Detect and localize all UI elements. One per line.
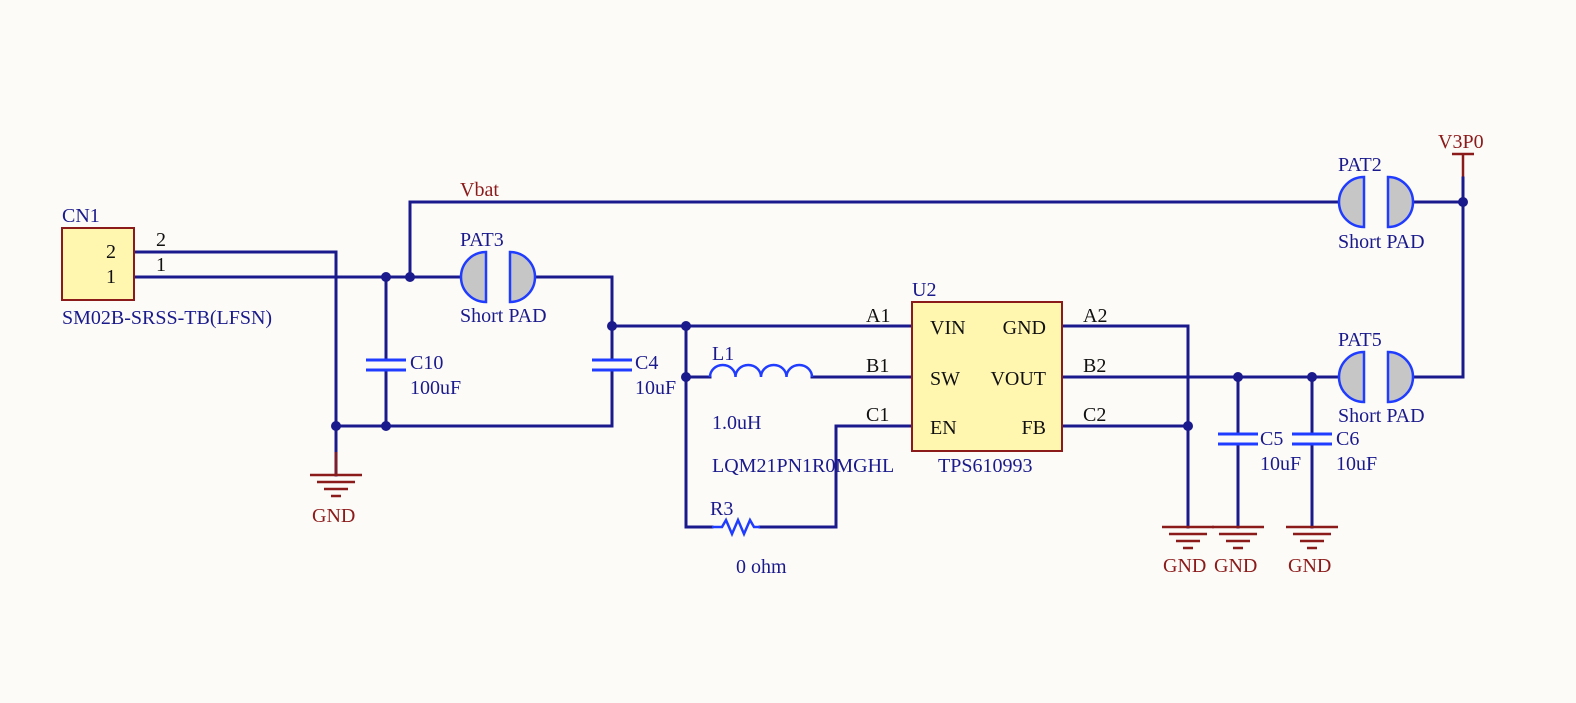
cn1-value: SM02B-SRSS-TB(LFSN) [62,307,272,329]
ground-symbol-4: GND [1286,525,1338,577]
junction-dot [381,421,391,431]
c10-value: 100uF [410,377,461,399]
r3-ref: R3 [710,498,733,520]
gnd4-label: GND [1288,555,1331,577]
pat3-ref: PAT3 [460,229,504,251]
resistor-r3[interactable]: R3 0 ohm [710,498,787,578]
wire-vbat-rail [408,200,1340,279]
u2-pin-b2-number: B2 [1083,355,1106,377]
junction-dot [607,321,617,331]
l1-ref: L1 [712,343,734,365]
gnd2-label: GND [1163,555,1206,577]
junction-dot [381,272,391,282]
pat5-left-half [1337,350,1366,404]
u2-value: TPS610993 [938,455,1032,477]
l1-coil [708,363,814,378]
junctions [331,197,1468,431]
u2-pin-vin-name: VIN [930,317,966,339]
inductor-l1[interactable]: L1 1.0uH LQM21PN1R0MGHL [708,343,894,477]
c4-value: 10uF [635,377,676,399]
pat5-ref: PAT5 [1338,329,1382,351]
c10-ref: C10 [410,352,443,374]
l1-value: 1.0uH [712,412,761,434]
c6-ref: C6 [1336,428,1359,450]
capacitor-c4[interactable]: C4 10uF [592,352,676,399]
u2-pin-c1-number: C1 [866,404,889,426]
junction-dot [1233,372,1243,382]
l1-part: LQM21PN1R0MGHL [712,455,894,477]
cn1-body [61,227,135,301]
u2-pin-vout-name: VOUT [990,368,1046,390]
wire-pat3-out [534,275,614,328]
r3-value: 0 ohm [736,556,787,578]
cn1-ref: CN1 [62,205,100,227]
junction-dot [1183,421,1193,431]
c4-ref: C4 [635,352,658,374]
wire-r3-to-en [758,424,914,529]
ground-symbol-2: GND [1162,525,1214,577]
pad-pat5[interactable]: PAT5 Short PAD [1337,329,1425,427]
u2-body [911,301,1063,452]
pat3-value: Short PAD [460,305,547,327]
u2-pin-en-name: EN [930,417,957,439]
c6-value: 10uF [1336,453,1377,475]
cn1-pin1-name: 1 [106,266,116,288]
c5-ref: C5 [1260,428,1283,450]
u2-pin-b1-number: B1 [866,355,889,377]
wire-u2-gnd [1060,324,1190,529]
pat5-value: Short PAD [1338,405,1425,427]
u2-pin-gnd-name: GND [1003,317,1046,339]
u2-ref: U2 [912,279,936,301]
junction-dot [681,321,691,331]
wire-cn1-pin2 [133,250,338,477]
gnd3-label: GND [1214,555,1257,577]
junction-dot [331,421,341,431]
ground-symbol-1: GND [310,452,362,527]
junction-dot [681,372,691,382]
pat2-value: Short PAD [1338,231,1425,253]
cn1-pin2-number: 2 [156,229,166,251]
connector-cn1[interactable]: CN1 2 1 2 1 SM02B-SRSS-TB(LFSN) [61,205,272,329]
u2-pin-fb-name: FB [1022,417,1046,439]
pad-pat3[interactable]: PAT3 Short PAD [459,229,547,327]
pat3-right-half [508,250,537,304]
net-label-vbat: Vbat [460,179,499,201]
wire-pat5-out [1412,200,1465,379]
power-port-v3p0: V3P0 [1438,131,1484,204]
c5-value: 10uF [1260,453,1301,475]
capacitor-c5[interactable]: C5 10uF [1218,428,1301,475]
junction-dot [405,272,415,282]
cn1-pin2-name: 2 [106,241,116,263]
pat2-right-half [1386,175,1415,229]
pad-pat2[interactable]: PAT2 Short PAD [1337,154,1425,253]
capacitor-c6[interactable]: C6 10uF [1292,428,1377,475]
u2-pin-c2-number: C2 [1083,404,1106,426]
gnd1-label: GND [312,505,355,527]
capacitor-c10[interactable]: C10 100uF [366,352,461,399]
wire-vin-to-r3 [684,324,714,529]
ground-symbol-3: GND [1212,525,1264,577]
pat5-right-half [1386,350,1415,404]
u2-pin-sw-name: SW [930,368,960,390]
junction-dot [1307,372,1317,382]
pat2-left-half [1337,175,1366,229]
cn1-pin1-number: 1 [156,254,166,276]
ic-u2[interactable]: U2 TPS610993 A1 B1 C1 VIN SW EN A2 B2 C2… [866,279,1107,477]
u2-pin-a2-number: A2 [1083,305,1107,327]
wires [133,200,1465,529]
r3-zigzag [712,516,760,538]
pat3-left-half [459,250,488,304]
pat2-ref: PAT2 [1338,154,1382,176]
net-label-v3p0: V3P0 [1438,131,1484,153]
u2-pin-a1-number: A1 [866,305,890,327]
